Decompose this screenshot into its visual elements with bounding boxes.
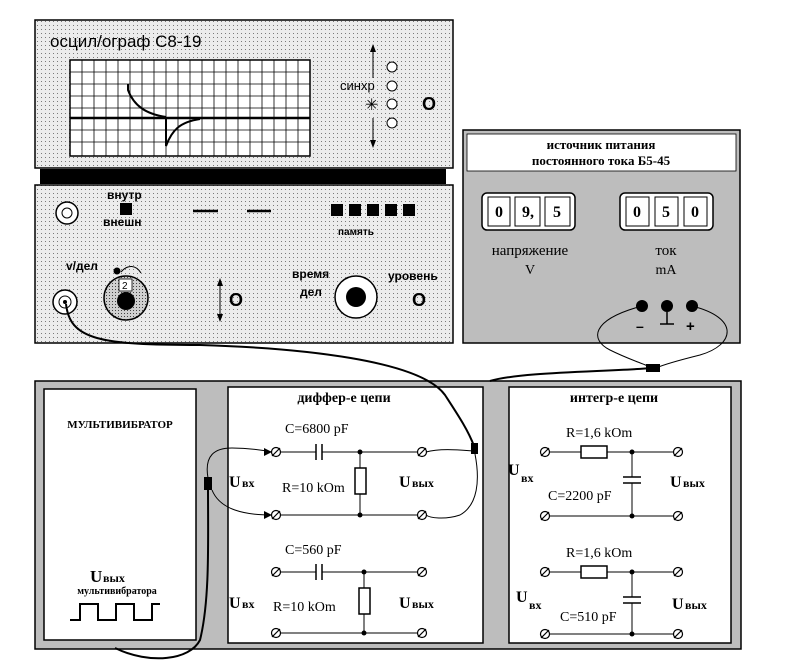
oscilloscope-probe-cable [65, 303, 475, 447]
diff1-resistor-label: R=10 kOm [282, 481, 345, 496]
power-supply-title-line2: постоянного тока Б5-45 [532, 153, 671, 168]
multivibrator-caption: мультивибратора [77, 586, 157, 597]
probe-lead-top [425, 449, 475, 453]
volt-div-knob[interactable]: 2 [103, 266, 149, 321]
time-label: время [292, 267, 329, 281]
integ2-input-u: U [516, 589, 528, 606]
volt-div-value: 2 [122, 281, 128, 292]
oscilloscope: осцил/ограф С8-19 [34, 19, 454, 344]
integ-circuit-2: R=1,6 kOm C=510 pF U вх U вых [516, 546, 707, 640]
diff-circuit-2: C=560 pF R=10 kOm U вх U вых [229, 543, 434, 639]
diff2-input-u: U [229, 595, 241, 612]
integ2-output-sub: вых [685, 598, 707, 612]
current-digit-3: 0 [691, 204, 699, 221]
input-connector-y[interactable] [52, 289, 78, 315]
voltage-label: напряжение [492, 243, 569, 259]
integ1-output-u: U [670, 474, 682, 491]
diff1-capacitor-label: C=6800 pF [285, 422, 349, 437]
integ1-resistor-label: R=1,6 kOm [566, 426, 632, 441]
integ1-input-u: U [508, 462, 520, 479]
current-digit-2: 5 [662, 204, 670, 221]
voltage-display: 0 9, 5 [481, 192, 576, 231]
integ-section-title: интегр-е цепи [570, 391, 658, 406]
multivibrator-plug [204, 477, 212, 490]
power-supply-cable [489, 367, 654, 382]
diff1-output-u: U [399, 474, 411, 491]
volt-div-label: v/дел [66, 259, 98, 273]
vertical-shift-knob[interactable]: O [229, 290, 243, 310]
integ1-capacitor-label: C=2200 pF [548, 489, 612, 504]
external-label: внешн [103, 215, 142, 229]
cables [65, 303, 728, 660]
oscilloscope-separator [40, 169, 446, 184]
level-label: уровень [388, 269, 438, 283]
sync-knob[interactable]: O [422, 94, 436, 114]
current-digit-1: 0 [633, 204, 641, 221]
voltage-digit-1: 0 [495, 204, 503, 221]
experiment-bench: МУЛЬТИВИБРАТОР U вых мультивибратора диф… [34, 380, 742, 650]
diff2-capacitor-label: C=560 pF [285, 543, 342, 558]
sync-selector-leds[interactable] [386, 61, 398, 129]
multivibrator-output-u: U [90, 567, 102, 586]
integ2-output-u: U [672, 596, 684, 613]
current-label: ток [655, 243, 677, 259]
minus-terminal-label: – [636, 318, 644, 334]
diff2-output-sub: вых [412, 597, 434, 611]
vertical-position-arrow [370, 44, 376, 148]
vertical-shift-arrow [217, 278, 223, 322]
current-unit: mA [656, 263, 678, 278]
diff2-resistor-label: R=10 kOm [273, 600, 336, 615]
internal-label: внутр [107, 188, 142, 202]
integ2-input-sub: вх [529, 598, 541, 612]
memory-label: память [338, 227, 374, 238]
oscilloscope-title: осцил/ограф С8-19 [50, 32, 201, 51]
integ1-output-sub: вых [683, 476, 705, 490]
trigger-source-switch[interactable] [120, 203, 132, 215]
sync-label: синхр [340, 78, 375, 93]
multivibrator-panel: МУЛЬТИВИБРАТОР U вых мультивибратора [43, 388, 197, 641]
multivibrator-cable [114, 487, 210, 660]
diff2-output-u: U [399, 595, 411, 612]
diff2-input-sub: вх [242, 597, 254, 611]
time-div-knob[interactable] [334, 275, 378, 319]
probe-plug [471, 443, 478, 454]
input-connector-top[interactable] [55, 201, 79, 225]
multivibrator-output-sub: вых [103, 571, 125, 585]
power-supply-title-line1: источник питания [547, 137, 656, 152]
power-lead-negative [597, 305, 653, 369]
mv-lead-top [206, 447, 273, 479]
probe-lead-bottom [425, 453, 478, 519]
integ2-resistor-label: R=1,6 kOm [566, 546, 632, 561]
waveform-trace [127, 84, 201, 147]
integ1-input-sub: вх [521, 471, 533, 485]
current-display: 0 5 0 [619, 192, 714, 231]
memory-buttons[interactable] [331, 204, 415, 216]
sync-asterisk-icon: ✳ [365, 97, 378, 114]
level-knob[interactable]: O [412, 290, 426, 310]
diff-section-title: диффер-е цепи [297, 391, 390, 406]
voltage-digit-3: 5 [553, 204, 561, 221]
integ2-capacitor-label: C=510 pF [560, 610, 617, 625]
integrating-circuits-panel: интегр-е цепи R=1,6 kOm C=2200 pF U [508, 386, 732, 644]
multivibrator-title: МУЛЬТИВИБРАТОР [67, 419, 173, 431]
oscilloscope-control-panel [34, 184, 454, 344]
diff1-output-sub: вых [412, 476, 434, 490]
diff1-input-sub: вх [242, 476, 254, 490]
integ-circuit-1: R=1,6 kOm C=2200 pF U вх U вых [508, 426, 705, 522]
square-wave-icon [70, 603, 160, 621]
diff1-input-u: U [229, 474, 241, 491]
power-lead-positive [655, 305, 728, 369]
voltage-unit: V [525, 263, 535, 278]
differentiating-circuits-panel: диффер-е цепи C=6800 pF R=10 kOm U [227, 386, 484, 644]
voltage-digit-2: 9, [522, 204, 534, 221]
power-supply: источник питания постоянного тока Б5-45 … [462, 129, 741, 344]
diff-circuit-1: C=6800 pF R=10 kOm U вх U вых [229, 422, 434, 521]
plus-terminal-label: + [686, 318, 695, 335]
oscilloscope-screen [69, 59, 311, 157]
div-label: дел [300, 285, 322, 299]
